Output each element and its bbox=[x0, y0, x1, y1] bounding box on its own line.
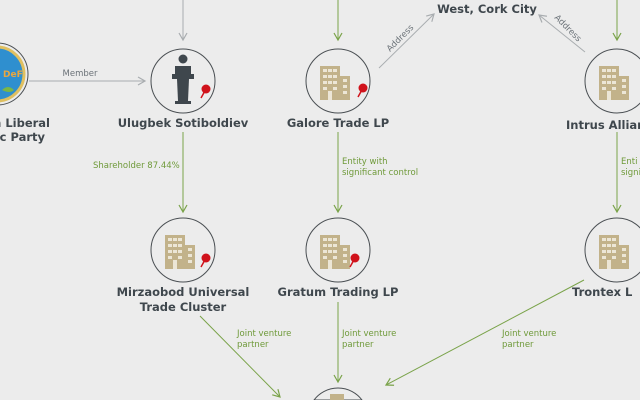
edge-label-jv-gratum-2: partner bbox=[342, 340, 374, 350]
node-address-label: West, Cork City bbox=[437, 2, 537, 16]
edge-label-intrus-control-2: signi bbox=[621, 168, 640, 178]
node-trontex[interactable]: Trontex L bbox=[572, 217, 640, 299]
node-galore[interactable]: Galore Trade LP bbox=[287, 48, 389, 130]
node-ulugbek[interactable]: Ulugbek Sotiboldiev bbox=[118, 48, 249, 130]
node-party[interactable]: DeF n Liberal tic Party bbox=[0, 42, 50, 144]
edge-jv-trontex bbox=[384, 279, 585, 386]
edge-address-left bbox=[378, 13, 435, 69]
edge-label-intrus-control-1: Enti bbox=[621, 157, 637, 167]
node-mirzaobod-label-2: Trade Cluster bbox=[140, 300, 227, 314]
node-gratum-label: Gratum Trading LP bbox=[278, 285, 399, 299]
edge-label-galore-control-2: significant control bbox=[342, 168, 418, 178]
node-bottom[interactable] bbox=[313, 387, 363, 400]
edge-label-shareholder: Shareholder 87.44% bbox=[93, 161, 180, 171]
node-party-label-2: tic Party bbox=[0, 130, 45, 144]
edge-address-right bbox=[538, 14, 586, 53]
edge-label-jv-mirzaobod-1: Joint venture bbox=[236, 329, 291, 339]
edge-label-jv-trontex-1: Joint venture bbox=[501, 329, 556, 339]
building-icon bbox=[330, 394, 344, 400]
node-party-label-1: n Liberal bbox=[0, 116, 50, 130]
edge-label-galore-control-1: Entity with bbox=[342, 157, 388, 167]
node-intrus-label: Intrus Allianc bbox=[566, 118, 640, 132]
node-mirzaobod-label-1: Mirzaobod Universal bbox=[117, 285, 250, 299]
edge-label-jv-mirzaobod-2: partner bbox=[237, 340, 269, 350]
edge-label-member: Member bbox=[63, 69, 98, 79]
node-address[interactable]: West, Cork City bbox=[437, 2, 537, 16]
node-gratum[interactable]: Gratum Trading LP bbox=[278, 217, 399, 299]
person-podium-icon bbox=[172, 54, 194, 104]
node-trontex-label: Trontex L bbox=[572, 285, 633, 299]
svg-text:DeF: DeF bbox=[3, 70, 23, 80]
edge-jv-mirzaobod bbox=[199, 315, 281, 398]
node-intrus[interactable]: Intrus Allianc bbox=[566, 48, 640, 132]
node-galore-label: Galore Trade LP bbox=[287, 116, 389, 130]
node-mirzaobod[interactable]: Mirzaobod Universal Trade Cluster bbox=[117, 217, 250, 314]
edge-label-address-left: Address bbox=[385, 23, 416, 54]
edge-label-jv-gratum-1: Joint venture bbox=[341, 329, 396, 339]
node-ulugbek-label: Ulugbek Sotiboldiev bbox=[118, 116, 249, 130]
edge-label-jv-trontex-2: partner bbox=[502, 340, 534, 350]
